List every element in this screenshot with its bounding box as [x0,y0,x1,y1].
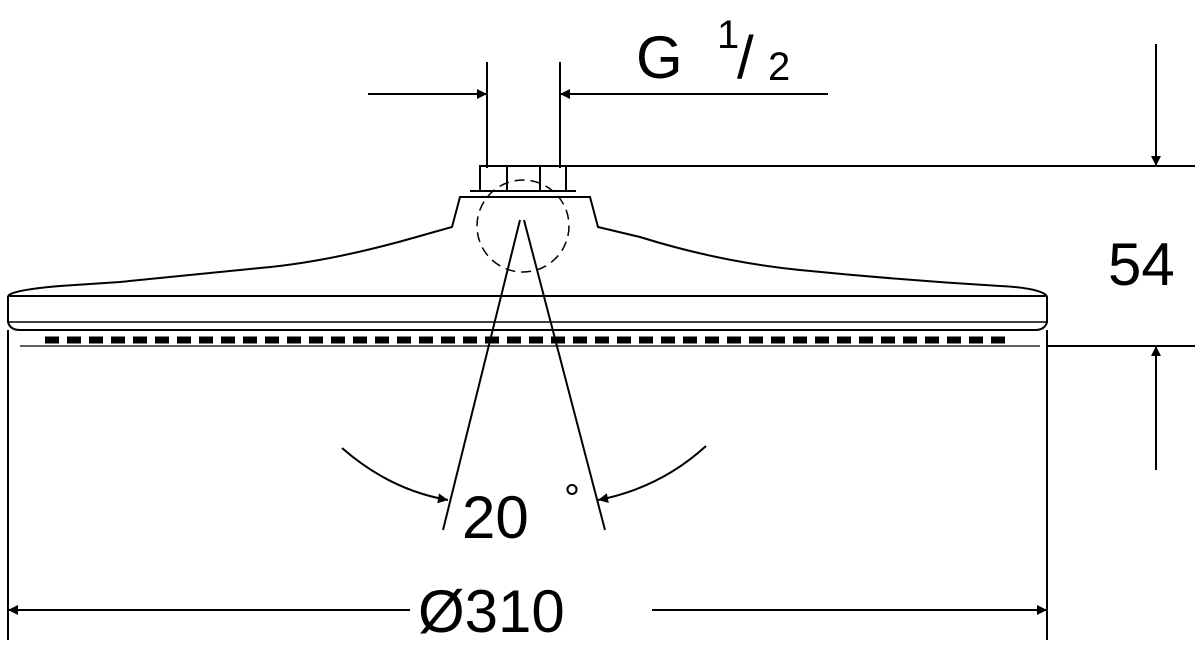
thread-slash-label: / [737,24,754,91]
angle-label: 20 [462,484,529,551]
thread-dimension [368,62,828,168]
ball-joint [476,179,570,273]
shower-head-body [7,196,1048,331]
degree-label: ° [564,477,580,521]
height-label: 54 [1108,231,1175,298]
diameter-label: Ø310 [418,578,565,645]
thread-numerator-label: 1 [717,13,739,57]
diameter-dimension [7,330,1048,640]
height-dimension [566,44,1195,470]
thread-prefix-label: G [636,24,683,91]
connector-nut [470,165,576,192]
thread-denominator-label: 2 [768,45,790,89]
angle-dimension [341,219,707,531]
